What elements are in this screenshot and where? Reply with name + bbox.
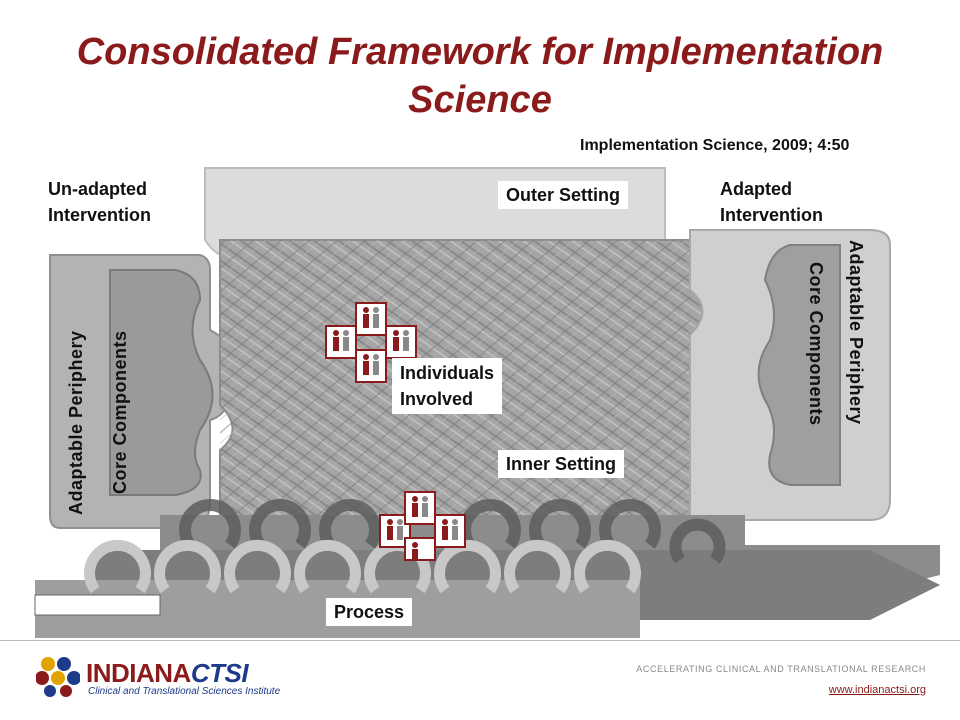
right-adaptable-periphery-label: Adaptable Periphery [846, 240, 866, 425]
ctsi-logo-icon [36, 657, 80, 697]
process-label: Process [326, 598, 413, 626]
adapted-line2: Intervention [720, 205, 824, 225]
left-adaptable-periphery-label: Adaptable Periphery [66, 330, 86, 515]
process-individuals-icon [379, 491, 466, 561]
outer-setting-label: Outer Setting [498, 181, 629, 209]
individuals-line2: Involved [400, 389, 474, 409]
logo-accent: CTSI [190, 658, 249, 688]
process-shape [34, 499, 940, 638]
adapted-intervention-shape [689, 229, 891, 521]
citation: Implementation Science, 2009; 4:50 [580, 137, 850, 154]
right-core-components-label: Core Components [806, 262, 826, 426]
ctsi-logo-wordmark: INDIANACTSI [86, 658, 249, 689]
unadapted-intervention-label: Un-adapted Intervention [48, 176, 151, 228]
adapted-intervention-label: Adapted Intervention [720, 176, 823, 228]
footer-divider [0, 640, 960, 641]
individuals-icon [325, 302, 417, 383]
footer-tagline: ACCELERATING CLINICAL AND TRANSLATIONAL … [636, 664, 926, 674]
page-title: Consolidated Framework for Implementatio… [76, 31, 884, 121]
unadapted-line2: Intervention [48, 205, 152, 225]
logo-subtitle: Clinical and Translational Sciences Inst… [88, 686, 281, 697]
individuals-line1: Individuals [400, 363, 495, 383]
individuals-involved-label: Individuals Involved [392, 358, 503, 414]
logo-main: INDIANA [86, 658, 191, 688]
cfir-diagram [34, 167, 940, 638]
left-core-components-label: Core Components [110, 330, 130, 494]
adapted-line1: Adapted [720, 179, 792, 199]
unadapted-line1: Un-adapted [48, 179, 147, 199]
footer-url-link[interactable]: www.indianactsi.org [828, 684, 926, 696]
inner-setting-label: Inner Setting [498, 450, 625, 478]
